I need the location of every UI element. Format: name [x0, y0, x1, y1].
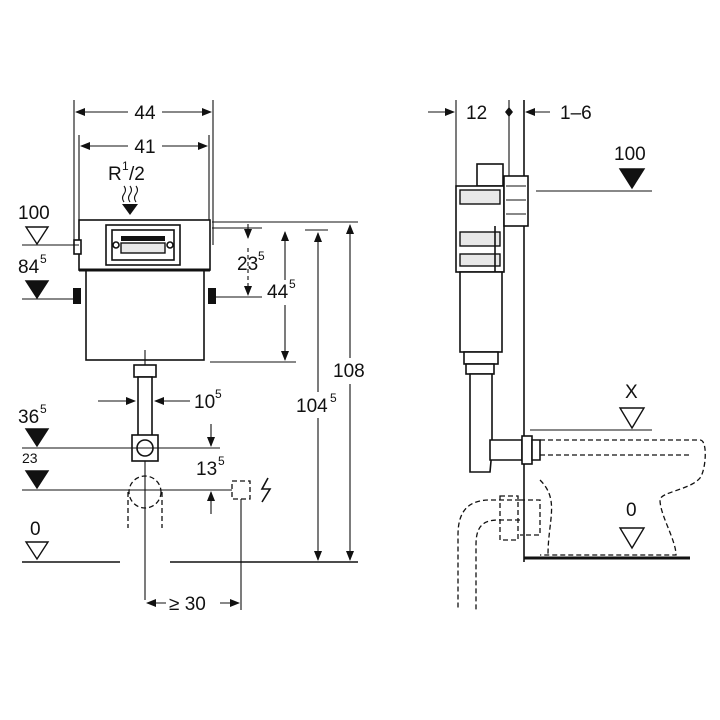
level-100-side: 100 [536, 144, 652, 192]
level-36-5: 36 5 [18, 402, 220, 449]
lightning-icon [260, 477, 272, 503]
dimension-104-5: 104 5 [296, 229, 337, 561]
dim-41-label: 41 [134, 137, 155, 158]
electric-socket [231, 477, 272, 610]
level-0-label: 0 [30, 519, 41, 540]
connection-label-rest: /2 [129, 164, 145, 185]
dimension-10-5: 10 5 [98, 387, 222, 413]
cistern-body [73, 219, 216, 361]
connection-label-main: R [108, 164, 122, 185]
level-100: 100 [18, 203, 79, 246]
level-84-5-sup: 5 [40, 252, 47, 266]
flush-pipe [131, 350, 159, 600]
level-100-side-label: 100 [614, 144, 646, 165]
level-x-label: X [625, 382, 638, 403]
dim-13-5-main: 13 [196, 459, 217, 480]
level-0-front: 0 [22, 519, 358, 563]
dim-12-label: 12 [466, 103, 487, 124]
dim-44-5-main: 44 [267, 282, 289, 303]
dimension-12: 12 [428, 100, 513, 190]
dim-13-5-sup: 5 [218, 454, 225, 468]
dimension-min-30: ≥ 30 [146, 594, 240, 615]
dim-23-5-main: 23 [237, 254, 258, 275]
side-view: 12 1–6 100 [428, 100, 706, 610]
dimension-108: 108 [333, 224, 365, 561]
dim-min-30-label: ≥ 30 [169, 594, 206, 615]
dimension-23-5: 23 5 [212, 224, 265, 298]
cistern-side [455, 163, 529, 365]
dim-108-label: 108 [333, 361, 365, 382]
level-0-side-label: 0 [626, 500, 637, 521]
dimension-width-outer: 44 [73, 100, 214, 245]
level-84-5-main: 84 [18, 257, 40, 278]
level-36-5-sup: 5 [40, 402, 47, 416]
level-84-5: 84 5 [18, 252, 74, 300]
level-0-side: 0 [524, 500, 690, 560]
dim-10-5-main: 10 [194, 392, 215, 413]
dim-1-6-label: 1–6 [560, 103, 592, 124]
dim-104-5-sup: 5 [330, 391, 337, 405]
drain-pipe-dashed [457, 495, 520, 610]
front-view: 44 41 R 1 /2 [18, 100, 365, 615]
level-23-label: 23 [22, 450, 38, 466]
dimension-44-5: 44 5 [210, 221, 358, 363]
dim-44-5-sup: 5 [289, 277, 296, 291]
dimension-width-inner: 41 [78, 134, 210, 245]
dim-104-5-main: 104 [296, 396, 328, 417]
dimension-13-5: 13 5 [196, 424, 225, 514]
drain-connection-dashed [127, 475, 163, 528]
level-23: 23 [22, 450, 232, 491]
toilet-outline-dashed [520, 439, 706, 556]
level-x: X [530, 382, 652, 431]
level-36-5-main: 36 [18, 407, 39, 428]
water-connection: R 1 /2 [108, 159, 145, 215]
dim-23-5-sup: 5 [258, 249, 265, 263]
flush-pipe-side [465, 363, 541, 473]
level-100-label: 100 [18, 203, 50, 224]
dim-44-label: 44 [134, 103, 156, 124]
dimension-1-6: 1–6 [523, 100, 592, 562]
connection-label-sup: 1 [122, 159, 129, 173]
dim-10-5-sup: 5 [215, 387, 222, 401]
